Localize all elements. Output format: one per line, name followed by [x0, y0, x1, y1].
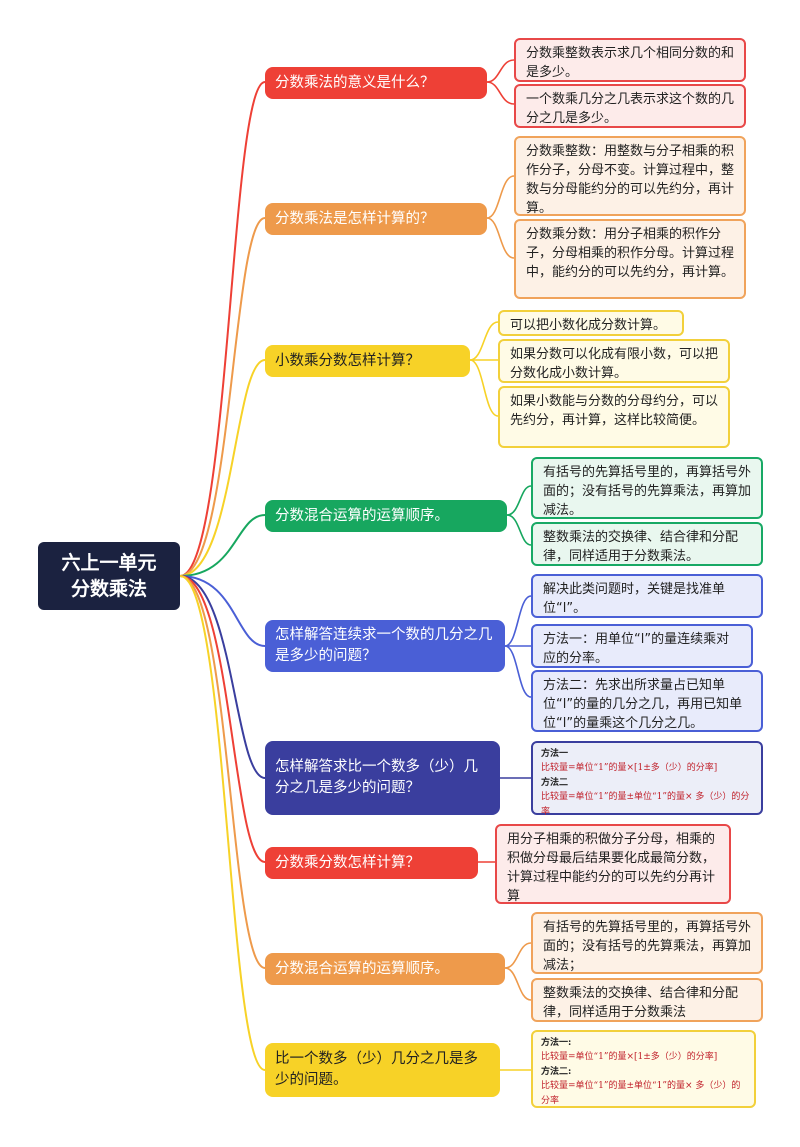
leaf-meaning-2: 一个数乘几分之几表示求这个数的几分之几是多少。: [514, 84, 746, 128]
leaf-meaning-1: 分数乘整数表示求几个相同分数的和是多少。: [514, 38, 746, 82]
topic-mixed-operations-order-2: 分数混合运算的运算顺序。: [265, 953, 505, 985]
topic-calculation: 分数乘法是怎样计算的？: [265, 203, 487, 235]
topic-label: 分数乘分数怎样计算？: [275, 854, 420, 871]
leaf-decimal-3: 如果小数能与分数的分母约分，可以先约分，再计算，这样比较简便。: [498, 386, 730, 448]
leaf-method-card: 方法一 比较量=单位“1”的量×[1±多（少）的分率] 方法二 比较量=单位“1…: [531, 741, 763, 817]
leaf-calculation-1: 分数乘整数：用整数与分子相乘的积作分子，分母不变。计算过程中，整数与分母能约分的…: [514, 136, 746, 216]
method-two-heading: 方法二: [541, 778, 569, 788]
topic-more-less-fraction-problem-2: 比一个数多（少）几分之几是多少的问题。: [265, 1043, 500, 1097]
topic-mixed-operations-order: 分数混合运算的运算顺序。: [265, 500, 507, 532]
leaf-decimal-1: 可以把小数化成分数计算。: [498, 310, 684, 336]
method-two-formula: 比较量=单位“1”的量±单位“1”的量× 多（少）的分率: [541, 1081, 741, 1106]
method-one-formula: 比较量=单位“1”的量×[1±多（少）的分率]: [541, 763, 718, 773]
topic-consecutive-fraction-problem: 怎样解答连续求一个数的几分之几是多少的问题？: [265, 620, 505, 672]
leaf-consecutive-1: 解决此类问题时，关键是找准单位“l”。: [531, 574, 763, 618]
topic-label: 分数混合运算的运算顺序。: [275, 960, 449, 977]
leaf-consecutive-2: 方法一：用单位“l”的量连续乘对应的分率。: [531, 624, 753, 668]
leaf-consecutive-3: 方法二：先求出所求量占已知单位“l”的量的几分之几，再用已知单位“l”的量乘这个…: [531, 670, 763, 732]
topic-label: 怎样解答求比一个数多（少）几分之几是多少的问题？: [275, 759, 478, 796]
leaf-method-card-2: 方法一: 比较量=单位“1”的量×[1±多（少）的分率] 方法二: 比较量=单位…: [531, 1030, 756, 1108]
topic-decimal-times-fraction: 小数乘分数怎样计算？: [265, 345, 470, 377]
topic-label: 怎样解答连续求一个数的几分之几是多少的问题？: [275, 627, 493, 664]
leaf-calculation-2: 分数乘分数：用分子相乘的积作分子，分母相乘的积作分母。计算过程中，能约分的可以先…: [514, 219, 746, 299]
topic-label: 分数混合运算的运算顺序。: [275, 507, 449, 524]
root-title-line2: 分数乘法: [70, 578, 147, 600]
method-one-formula: 比较量=单位“1”的量×[1±多（少）的分率]: [541, 1052, 718, 1062]
method-one-heading: 方法一: [541, 749, 569, 759]
method-two-heading: 方法二:: [541, 1067, 572, 1077]
topic-label: 分数乘法的意义是什么？: [275, 74, 435, 91]
topic-meaning: 分数乘法的意义是什么？: [265, 67, 487, 99]
topic-label: 分数乘法是怎样计算的？: [275, 210, 435, 227]
root-node: 六上一单元 分数乘法: [38, 542, 180, 610]
topic-label: 比一个数多（少）几分之几是多少的问题。: [275, 1051, 478, 1088]
method-two-formula: 比较量=单位“1”的量±单位“1”的量× 多（少）的分率: [541, 792, 750, 817]
leaf-mixed-order-2-1: 有括号的先算括号里的，再算括号外面的；没有括号的先算乘法，再算加减法；: [531, 912, 763, 974]
topic-fraction-times-fraction: 分数乘分数怎样计算？: [265, 847, 478, 879]
leaf-mixed-order-2: 整数乘法的交换律、结合律和分配律，同样适用于分数乘法。: [531, 522, 763, 566]
leaf-mixed-order-1: 有括号的先算括号里的，再算括号外面的；没有括号的先算乘法，再算加减法。: [531, 457, 763, 519]
topic-label: 小数乘分数怎样计算？: [275, 352, 420, 369]
topic-more-less-fraction-problem: 怎样解答求比一个数多（少）几分之几是多少的问题？: [265, 741, 500, 815]
method-one-heading: 方法一:: [541, 1038, 572, 1048]
root-title-line1: 六上一单元: [61, 552, 157, 574]
leaf-decimal-2: 如果分数可以化成有限小数，可以把分数化成小数计算。: [498, 339, 730, 383]
leaf-fraction-times-fraction: 用分子相乘的积做分子分母，相乘的积做分母最后结果要化成最简分数，计算过程中能约分…: [495, 824, 731, 904]
leaf-mixed-order-2-2: 整数乘法的交换律、结合律和分配律，同样适用于分数乘法: [531, 978, 763, 1022]
